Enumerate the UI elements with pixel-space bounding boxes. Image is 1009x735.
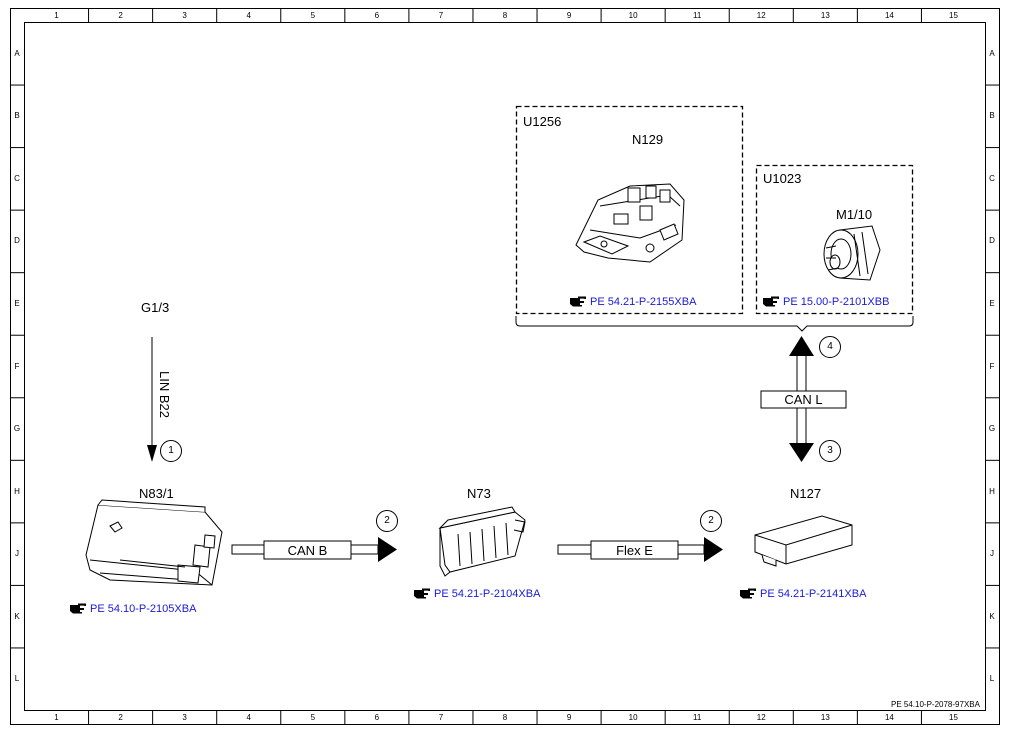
column-index: 1: [54, 713, 59, 722]
row-index: H: [14, 486, 20, 496]
column-index: 6: [374, 11, 380, 20]
row-index: E: [989, 298, 995, 308]
n127-ref-text: PE 54.21-P-2141XBA: [760, 588, 867, 600]
column-index: 7: [438, 713, 444, 722]
flex-e-label: Flex E: [616, 543, 653, 558]
column-index: 15: [949, 11, 958, 20]
column-index: 12: [756, 713, 766, 722]
column-index: 4: [246, 713, 251, 722]
can-l-arrow: [760, 336, 847, 462]
lin-arrow: [147, 337, 157, 462]
column-index: 13: [820, 11, 830, 20]
pointing-hand-icon: [739, 588, 757, 599]
n127-ref-link[interactable]: PE 54.21-P-2141XBA: [739, 588, 866, 600]
m1-10-ref-text: PE 15.00-P-2101XBB: [783, 296, 890, 308]
column-index: 2: [118, 11, 123, 20]
n127-label: N127: [790, 486, 822, 501]
row-index: A: [989, 48, 995, 58]
u1256-boundary: [515, 105, 744, 315]
lin-marker: 1: [160, 440, 182, 462]
n129-illustration: [575, 183, 685, 263]
row-index: F: [14, 361, 20, 371]
m1-10-ref-link[interactable]: PE 15.00-P-2101XBB: [762, 296, 889, 308]
pointing-hand-icon: [413, 588, 431, 599]
n73-ref-text: PE 54.21-P-2104XBA: [434, 588, 541, 600]
column-index: 9: [566, 713, 572, 722]
row-index: K: [989, 611, 995, 621]
g1-3-label: G1/3: [141, 300, 170, 315]
column-index: 5: [310, 713, 316, 722]
column-index: 4: [246, 11, 251, 20]
column-index: 8: [502, 713, 508, 722]
column-index: 12: [756, 11, 766, 20]
row-index: G: [13, 424, 21, 434]
row-index: K: [14, 611, 20, 621]
row-index: D: [14, 236, 20, 246]
can-l-marker-up: 4: [819, 336, 841, 358]
n73-illustration: [438, 506, 526, 577]
can-l-marker-down: 3: [819, 440, 841, 462]
row-index: B: [14, 111, 20, 121]
n83-1-ref-link[interactable]: PE 54.10-P-2105XBA: [69, 603, 196, 615]
row-index: L: [14, 674, 20, 684]
n129-ref-text: PE 54.21-P-2155XBA: [590, 296, 697, 308]
column-index: 13: [820, 713, 830, 722]
lin-bus-label: LIN B22: [157, 371, 172, 418]
column-index: 10: [628, 713, 638, 722]
row-index: F: [989, 361, 995, 371]
n83-1-ref-text: PE 54.10-P-2105XBA: [90, 603, 197, 615]
n73-label: N73: [467, 486, 491, 501]
column-index: 9: [566, 11, 572, 20]
column-index: 11: [693, 713, 702, 722]
row-index: A: [14, 48, 20, 58]
row-index: D: [989, 236, 995, 246]
column-index: 1: [54, 11, 59, 20]
pointing-hand-icon: [762, 296, 780, 307]
column-index: 7: [438, 11, 444, 20]
n127-illustration: [754, 515, 853, 567]
row-index: C: [989, 173, 995, 183]
n73-ref-link[interactable]: PE 54.21-P-2104XBA: [413, 588, 540, 600]
pointing-hand-icon: [569, 296, 587, 307]
can-b-arrow: [231, 537, 397, 562]
column-index: 14: [884, 11, 894, 20]
u1023-label: U1023: [763, 171, 802, 186]
n83-1-label: N83/1: [139, 486, 174, 501]
column-index: 3: [182, 713, 187, 722]
column-index: 2: [118, 713, 123, 722]
can-l-label: CAN L: [784, 392, 823, 407]
flex-e-arrow: [557, 537, 723, 562]
pointing-hand-icon: [69, 603, 87, 614]
n129-ref-link[interactable]: PE 54.21-P-2155XBA: [569, 296, 696, 308]
row-index: E: [14, 298, 20, 308]
column-index: 8: [502, 11, 508, 20]
document-reference: PE 54.10-P-2078-97XBA: [891, 700, 980, 709]
n83-1-illustration: [85, 499, 223, 586]
column-index: 11: [693, 11, 702, 20]
flex-e-marker: 2: [700, 510, 722, 532]
row-index: B: [989, 111, 995, 121]
column-index: 6: [374, 713, 380, 722]
row-index: G: [988, 424, 996, 434]
column-index: 10: [628, 11, 638, 20]
m1-10-label: M1/10: [836, 207, 873, 222]
column-index: 3: [182, 11, 187, 20]
n129-label: N129: [632, 132, 664, 147]
can-b-marker: 2: [376, 510, 398, 532]
row-index: J: [990, 549, 994, 559]
row-index: C: [14, 173, 20, 183]
column-index: 5: [310, 11, 316, 20]
m1-10-illustration: [823, 225, 881, 281]
row-index: H: [989, 486, 995, 496]
row-index: J: [15, 549, 19, 559]
column-index: 15: [949, 713, 958, 722]
can-b-label: CAN B: [287, 543, 328, 558]
column-index: 14: [884, 713, 894, 722]
u1256-label: U1256: [523, 114, 562, 129]
row-index: L: [989, 674, 995, 684]
